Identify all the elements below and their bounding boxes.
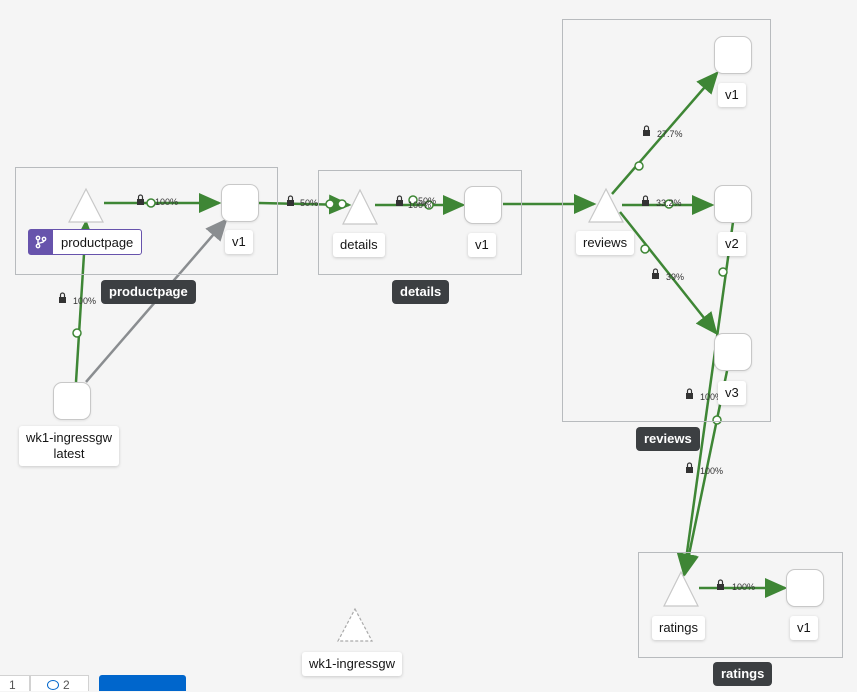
- productpage-app-label[interactable]: productpage: [28, 229, 143, 255]
- svg-text:39%: 39%: [666, 272, 684, 282]
- productpage-box[interactable]: [15, 167, 278, 275]
- svg-text:33.2%: 33.2%: [656, 198, 682, 208]
- reviews-service-label: reviews: [576, 231, 635, 255]
- git-branch-icon: [29, 230, 53, 254]
- svg-text:100%: 100%: [408, 200, 431, 210]
- svg-text:100%: 100%: [73, 296, 96, 306]
- lock-icon: [652, 268, 659, 279]
- toolbar-item-1[interactable]: 1: [0, 675, 30, 692]
- toolbar-item-2[interactable]: 2: [30, 675, 89, 692]
- svg-text:100%: 100%: [700, 392, 723, 402]
- ratings-box-label[interactable]: ratings: [713, 662, 773, 686]
- productpage-service-triangle[interactable]: [68, 187, 104, 223]
- svg-text:100%: 100%: [700, 466, 723, 476]
- ingress-workload-version: latest: [53, 446, 85, 461]
- lock-icon: [717, 579, 724, 590]
- details-v1-label: v1: [468, 233, 496, 257]
- reviews-v3-label: v3: [718, 381, 746, 405]
- reviews-v3-node[interactable]: [714, 333, 752, 371]
- productpage-v1-label: v1: [225, 230, 253, 254]
- reviews-v2-node[interactable]: [714, 185, 752, 223]
- lock-icon: [396, 195, 403, 206]
- svg-text:27.7%: 27.7%: [657, 129, 683, 139]
- toolbar-item-2-count: 2: [63, 678, 70, 692]
- lock-icon: [686, 388, 693, 399]
- ingress-workload-label: wk1-ingressgw latest: [19, 426, 119, 466]
- edge-reviews-to-v3[interactable]: [619, 211, 718, 335]
- details-box-label[interactable]: details: [392, 280, 450, 304]
- reviews-box-label[interactable]: reviews: [636, 427, 700, 451]
- ratings-v1-node[interactable]: [786, 569, 824, 607]
- ratings-v1-label: v1: [790, 616, 818, 640]
- ratings-service-label: ratings: [652, 616, 706, 640]
- reviews-v2-label: v2: [718, 232, 746, 256]
- svg-text:100%: 100%: [732, 582, 755, 592]
- lock-icon: [686, 462, 693, 473]
- ingress-service-label: wk1-ingressgw: [302, 652, 402, 676]
- ratings-box[interactable]: [638, 552, 843, 658]
- reviews-v1-label: v1: [718, 83, 746, 107]
- lock-icon: [643, 125, 650, 136]
- details-service-label: details: [333, 233, 385, 257]
- details-box[interactable]: [318, 170, 522, 275]
- details-service-triangle[interactable]: [342, 188, 378, 225]
- edge-labels: 100% 100% 50% 50% 100% 27.7% 33.2% 39% 1…: [59, 125, 755, 592]
- toolbar-item-1-count: 1: [9, 678, 16, 692]
- edge-handles: [72, 161, 728, 425]
- ingress-workload-node[interactable]: [53, 382, 91, 420]
- svg-text:50%: 50%: [300, 198, 318, 208]
- reviews-v1-node[interactable]: [714, 36, 752, 74]
- details-v1-node[interactable]: [464, 186, 502, 224]
- edge-v2-to-ratings[interactable]: [676, 221, 735, 577]
- productpage-app-text: productpage: [61, 234, 134, 250]
- reviews-box[interactable]: [562, 19, 771, 422]
- lock-icon: [137, 194, 144, 205]
- svg-text:50%: 50%: [418, 196, 436, 206]
- svg-text:100%: 100%: [155, 197, 178, 207]
- productpage-v1-node[interactable]: [221, 184, 259, 222]
- topology-icon: [47, 680, 59, 690]
- ratings-service-triangle[interactable]: [663, 570, 699, 607]
- lock-icon: [642, 195, 649, 206]
- reviews-service-triangle[interactable]: [588, 187, 624, 223]
- productpage-box-label[interactable]: productpage: [101, 280, 196, 304]
- edge-reviews-to-v1[interactable]: [611, 71, 719, 195]
- ingress-service-triangle[interactable]: [337, 607, 373, 642]
- toolbar-primary-button[interactable]: [99, 675, 186, 691]
- lock-icon: [59, 292, 66, 303]
- ingress-workload-name: wk1-ingressgw: [26, 430, 112, 445]
- lock-icon: [287, 195, 294, 206]
